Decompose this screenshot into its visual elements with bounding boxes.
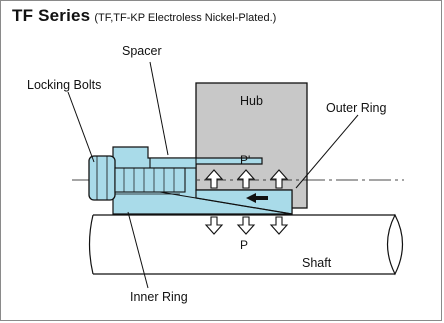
downward-arrows <box>204 216 289 235</box>
taper-line <box>147 189 293 215</box>
leader-outer-ring <box>295 114 359 189</box>
leader-spacer <box>149 61 169 156</box>
label-hub: Hub <box>240 94 263 108</box>
leader-locking-bolts <box>67 91 95 163</box>
spacer <box>149 157 197 169</box>
up-arrow-1 <box>204 169 224 189</box>
up-arrow-2 <box>236 169 256 189</box>
shaft <box>88 213 404 276</box>
down-arrow-1 <box>204 216 224 235</box>
up-arrow-3 <box>269 169 289 189</box>
label-outer-ring: Outer Ring <box>326 101 386 115</box>
left-arrow <box>246 193 268 203</box>
leader-inner-ring <box>127 211 149 289</box>
diagram-title: TF Series(TF,TF-KP Electroless Nickel-Pl… <box>12 6 276 26</box>
locking-bolt <box>88 155 186 201</box>
label-locking-bolts: Locking Bolts <box>27 78 101 92</box>
down-arrow-3 <box>269 216 289 235</box>
label-spacer: Spacer <box>122 44 162 58</box>
label-inner-ring: Inner Ring <box>130 290 188 304</box>
upward-arrows <box>204 169 289 189</box>
shaft-break-ellipse <box>386 213 404 276</box>
label-shaft: Shaft <box>302 256 332 270</box>
leader-lines <box>67 61 359 289</box>
title-subtitle: (TF,TF-KP Electroless Nickel-Plated.) <box>94 12 277 24</box>
label-p: P <box>240 238 248 252</box>
title-main: TF Series <box>12 6 91 25</box>
down-arrow-2 <box>236 216 256 235</box>
label-p-prime: P' <box>240 153 250 167</box>
